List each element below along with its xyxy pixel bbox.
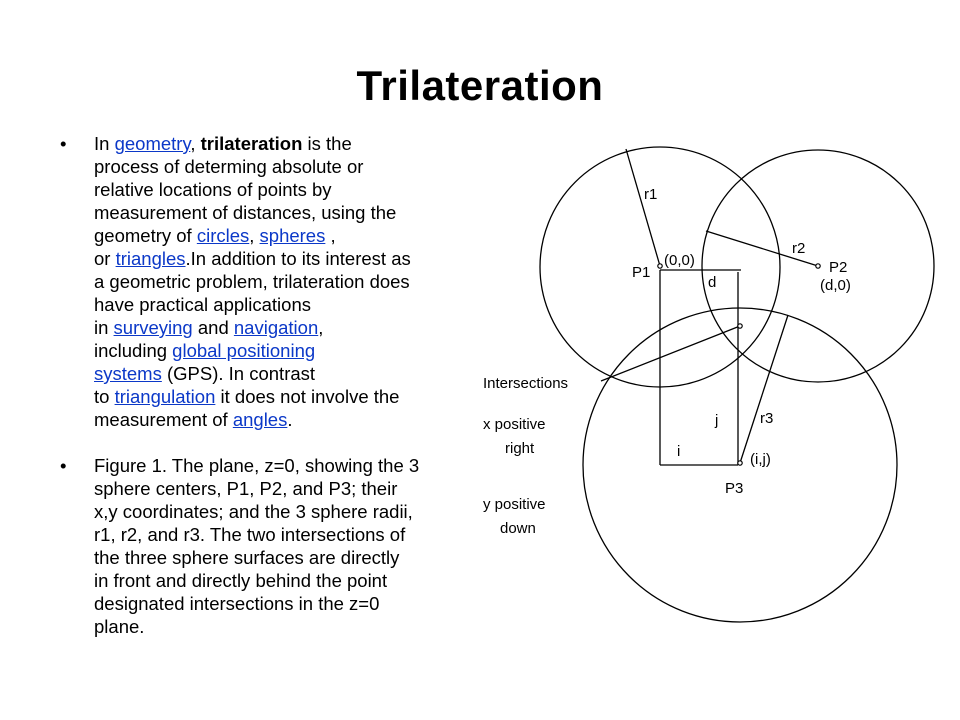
text-run: In (94, 133, 115, 154)
text-run: .In addition to its interest as (185, 248, 411, 269)
label-p3-coord: (i,j) (750, 451, 771, 468)
text-line: x,y coordinates; and the 3 sphere radii, (94, 501, 413, 522)
link-geometry[interactable]: geometry (114, 133, 191, 154)
radius-r1-line (625, 148, 661, 267)
text-line: have practical applications (94, 294, 311, 315)
center-p2-marker (815, 263, 821, 269)
text-run: and (192, 317, 234, 338)
text-line: designated intersections in the z=0 (94, 593, 380, 614)
link-angles[interactable]: angles (232, 409, 288, 430)
link-global-positioning-systems-cont[interactable]: systems (94, 363, 162, 384)
link-spheres[interactable]: spheres (259, 225, 326, 246)
text-run: , (190, 133, 201, 154)
radius-r2-line (705, 230, 819, 267)
label-y-positive: y positive (483, 496, 546, 513)
text-run: , (318, 317, 324, 338)
text-line: plane. (94, 616, 145, 637)
label-intersections: Intersections (483, 375, 568, 392)
text-line: relative locations of points by (94, 179, 332, 200)
text-run: . (287, 409, 293, 430)
label-j: j (714, 412, 718, 429)
text-line: in surveying and navigation, (94, 316, 485, 339)
text-line: geometry of circles, spheres , (94, 224, 485, 247)
label-x-positive: x positive (483, 416, 546, 433)
link-triangles[interactable]: triangles (115, 248, 186, 269)
text-run: , (249, 225, 260, 246)
link-navigation[interactable]: navigation (233, 317, 319, 338)
link-triangulation[interactable]: triangulation (114, 386, 216, 407)
label-p1-coord: (0,0) (664, 252, 695, 269)
text-run: or (94, 248, 116, 269)
label-r1: r1 (644, 186, 657, 203)
text-run: (GPS). In contrast (161, 363, 316, 384)
text-line: or triangles.In addition to its interest… (94, 247, 485, 270)
text-run: it does not involve the (215, 386, 400, 407)
label-r2: r2 (792, 240, 805, 257)
text-line: in front and directly behind the point (94, 570, 388, 591)
text-line: a geometric problem, trilateration does (94, 271, 410, 292)
bullet-trilateration-definition: • In geometry, trilateration is the proc… (60, 132, 485, 431)
text-line: the three sphere surfaces are directly (94, 547, 400, 568)
text-line: measurement of distances, using the (94, 202, 397, 223)
text-line: In geometry, trilateration is the (94, 132, 485, 155)
intersections-pointer-line (600, 325, 741, 382)
text-line: to triangulation it does not involve the (94, 385, 485, 408)
bullet-dot: • (60, 133, 67, 154)
label-i: i (677, 443, 680, 460)
slide-title: Trilateration (356, 62, 604, 109)
text-line: sphere centers, P1, P2, and P3; their (94, 478, 398, 499)
center-p3-marker (737, 460, 743, 466)
text-line: r1, r2, and r3. The two intersections of (94, 524, 406, 545)
link-surveying[interactable]: surveying (113, 317, 193, 338)
label-down: down (500, 520, 536, 537)
bullet-dot: • (60, 455, 67, 476)
bullet-list: • In geometry, trilateration is the proc… (60, 132, 485, 638)
label-d: d (708, 274, 716, 291)
label-r3: r3 (760, 410, 773, 427)
label-p2-coord: (d,0) (820, 277, 851, 294)
circle-p2 (701, 149, 935, 383)
bold-term-trilateration: trilateration (200, 133, 303, 154)
text-line: systems (GPS). In contrast (94, 362, 485, 385)
circle-p3 (582, 307, 898, 623)
label-p3: P3 (725, 480, 743, 497)
label-p1: P1 (632, 264, 650, 281)
link-global-positioning-systems[interactable]: global positioning (172, 340, 316, 361)
text-line: process of determing absolute or (94, 156, 364, 177)
link-circles[interactable]: circles (196, 225, 250, 246)
text-line: including global positioning (94, 339, 485, 362)
text-run: , (325, 225, 336, 246)
text-line: measurement of angles. (94, 408, 485, 431)
text-run: measurement of (94, 409, 233, 430)
label-p2: P2 (829, 259, 847, 276)
intersection-marker (737, 323, 743, 329)
text-run: in (94, 317, 114, 338)
radius-r3-line (739, 314, 789, 464)
text-run: is the (302, 133, 352, 154)
center-p1-marker (657, 263, 663, 269)
text-line: Figure 1. The plane, z=0, showing the 3 (94, 455, 420, 476)
text-run: to (94, 386, 115, 407)
text-run: including (94, 340, 173, 361)
text-run: geometry of (94, 225, 197, 246)
label-right: right (505, 440, 535, 457)
bullet-figure-caption: • Figure 1. The plane, z=0, showing the … (60, 454, 485, 638)
